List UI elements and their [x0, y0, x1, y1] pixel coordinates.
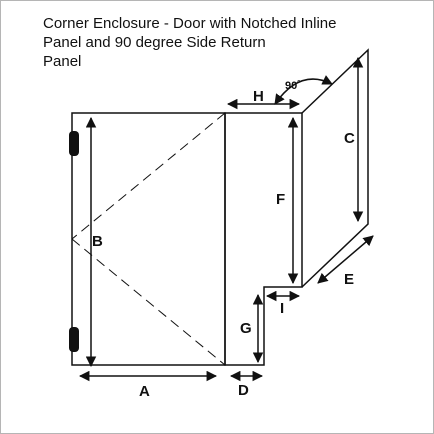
angle-arc-arrow [274, 75, 333, 105]
title-line-1: Corner Enclosure - Door with Notched Inl… [43, 15, 337, 32]
label-e: E [344, 271, 354, 288]
label-b: B [92, 233, 103, 250]
diagram-title: Corner Enclosure - Door with Notched Inl… [43, 14, 423, 71]
label-h: H [253, 88, 264, 105]
door-swing-line-bottom [71, 238, 226, 366]
hinge-top-icon [69, 131, 79, 156]
dimension-e-arrow [317, 235, 374, 284]
label-c: C [344, 130, 355, 147]
title-line-2: Panel and 90 degree Side Return [43, 34, 266, 51]
label-g: G [240, 320, 252, 337]
label-a: A [139, 383, 150, 400]
title-line-3: Panel [43, 53, 82, 70]
label-i: I [280, 300, 284, 317]
hinge-bottom-icon [69, 327, 79, 352]
label-f: F [276, 191, 285, 208]
label-d: D [238, 382, 249, 399]
door-swing-line-top [71, 112, 226, 240]
notched-inline-panel [224, 112, 303, 366]
label-angle: 90˚ [285, 80, 301, 92]
